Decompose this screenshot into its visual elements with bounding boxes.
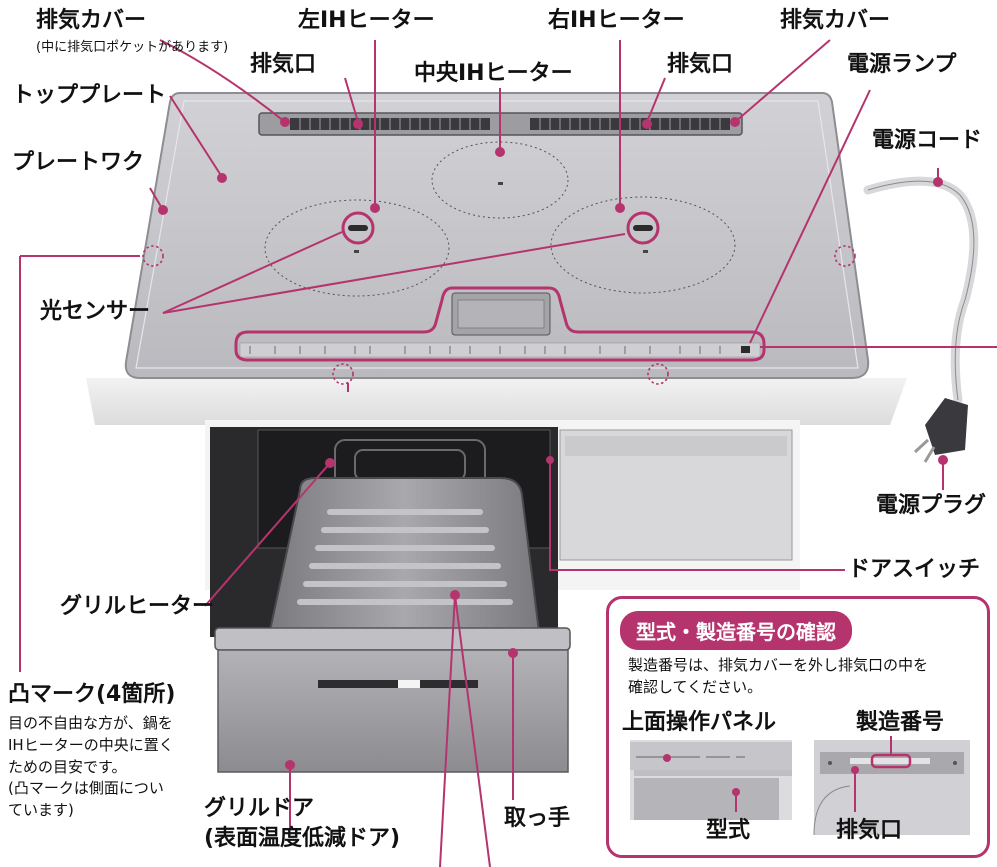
left-light-sensor <box>348 225 368 231</box>
label-plate-work: プレートワク <box>12 150 145 175</box>
bump-mark-bottom-right <box>647 363 669 385</box>
label-door-switch: ドアスイッチ <box>848 557 981 582</box>
label-grill-door: グリルドア <box>204 796 315 821</box>
inset-label-top-panel: 上面操作パネル <box>622 710 777 735</box>
bump-mark-right <box>834 245 856 267</box>
bump-mark-bottom-left <box>332 363 354 385</box>
inset-description-line: 確認してください。 <box>628 677 763 696</box>
bump-mark-left <box>142 245 164 267</box>
label-right-ih-heater: 右IHヒーター <box>548 8 685 33</box>
label-top-plate: トッププレート <box>12 83 167 108</box>
label-exhaust-cover-right: 排気カバー <box>780 8 891 33</box>
label-exhaust-cover-note: (中に排気口ポケットがあります) <box>36 40 229 55</box>
center-heater-zone <box>431 141 569 219</box>
right-sensor-highlight <box>626 211 660 245</box>
label-left-ih-heater: 左IHヒーター <box>298 8 435 33</box>
left-sensor-highlight <box>341 211 375 245</box>
right-light-sensor <box>633 225 653 231</box>
label-grill-door-sub: (表面温度低減ドア) <box>204 826 401 851</box>
label-power-plug: 電源プラグ <box>876 493 987 518</box>
inset-title: 型式・製造番号の確認 <box>620 611 852 650</box>
inset-label-exhaust-port: 排気口 <box>836 818 903 843</box>
label-center-ih-heater: 中央IHヒーター <box>414 61 573 86</box>
inset-description-line: 製造番号は、排気カバーを外し排気口の中を <box>628 656 929 674</box>
inset-description: 製造番号は、排気カバーを外し排気口の中を 確認してください。 <box>628 655 928 699</box>
label-power-cord: 電源コード <box>872 128 983 153</box>
bump-note-line: ための目安です。 <box>8 757 127 776</box>
label-handle: 取っ手 <box>504 806 571 831</box>
grill-tray <box>266 477 542 641</box>
bump-mark-note: 目の不自由な方が、鍋を IHヒーターの中央に置く ための目安です。 (凸マークは… <box>8 713 174 822</box>
label-exhaust-port-right: 排気口 <box>667 52 734 77</box>
power-lamp <box>741 346 750 353</box>
grill-door <box>217 649 569 773</box>
left-heater-zone <box>264 199 450 297</box>
label-bump-mark: 凸マーク(4箇所) <box>8 682 176 707</box>
bump-note-line: IHヒーターの中央に置く <box>8 735 174 754</box>
label-power-lamp: 電源ランプ <box>847 52 957 77</box>
inset-label-model: 型式 <box>706 818 751 843</box>
label-exhaust-cover-left: 排気カバー <box>36 8 147 33</box>
bump-note-line: (凸マークは側面につい <box>8 779 164 798</box>
bump-note-line: 目の不自由な方が、鍋を <box>8 714 173 732</box>
grill-door-top <box>214 627 571 651</box>
label-exhaust-port-left: 排気口 <box>250 52 317 77</box>
countertop <box>86 378 907 425</box>
power-plug <box>925 398 968 455</box>
inset-label-serial-number: 製造番号 <box>856 710 945 735</box>
label-light-sensor: 光センサー <box>40 299 151 324</box>
right-heater-zone <box>550 196 736 294</box>
label-grill-heater: グリルヒーター <box>60 594 215 619</box>
bump-note-line: ています) <box>8 801 74 819</box>
power-cord <box>863 176 979 405</box>
control-panel-highlight <box>234 286 766 362</box>
